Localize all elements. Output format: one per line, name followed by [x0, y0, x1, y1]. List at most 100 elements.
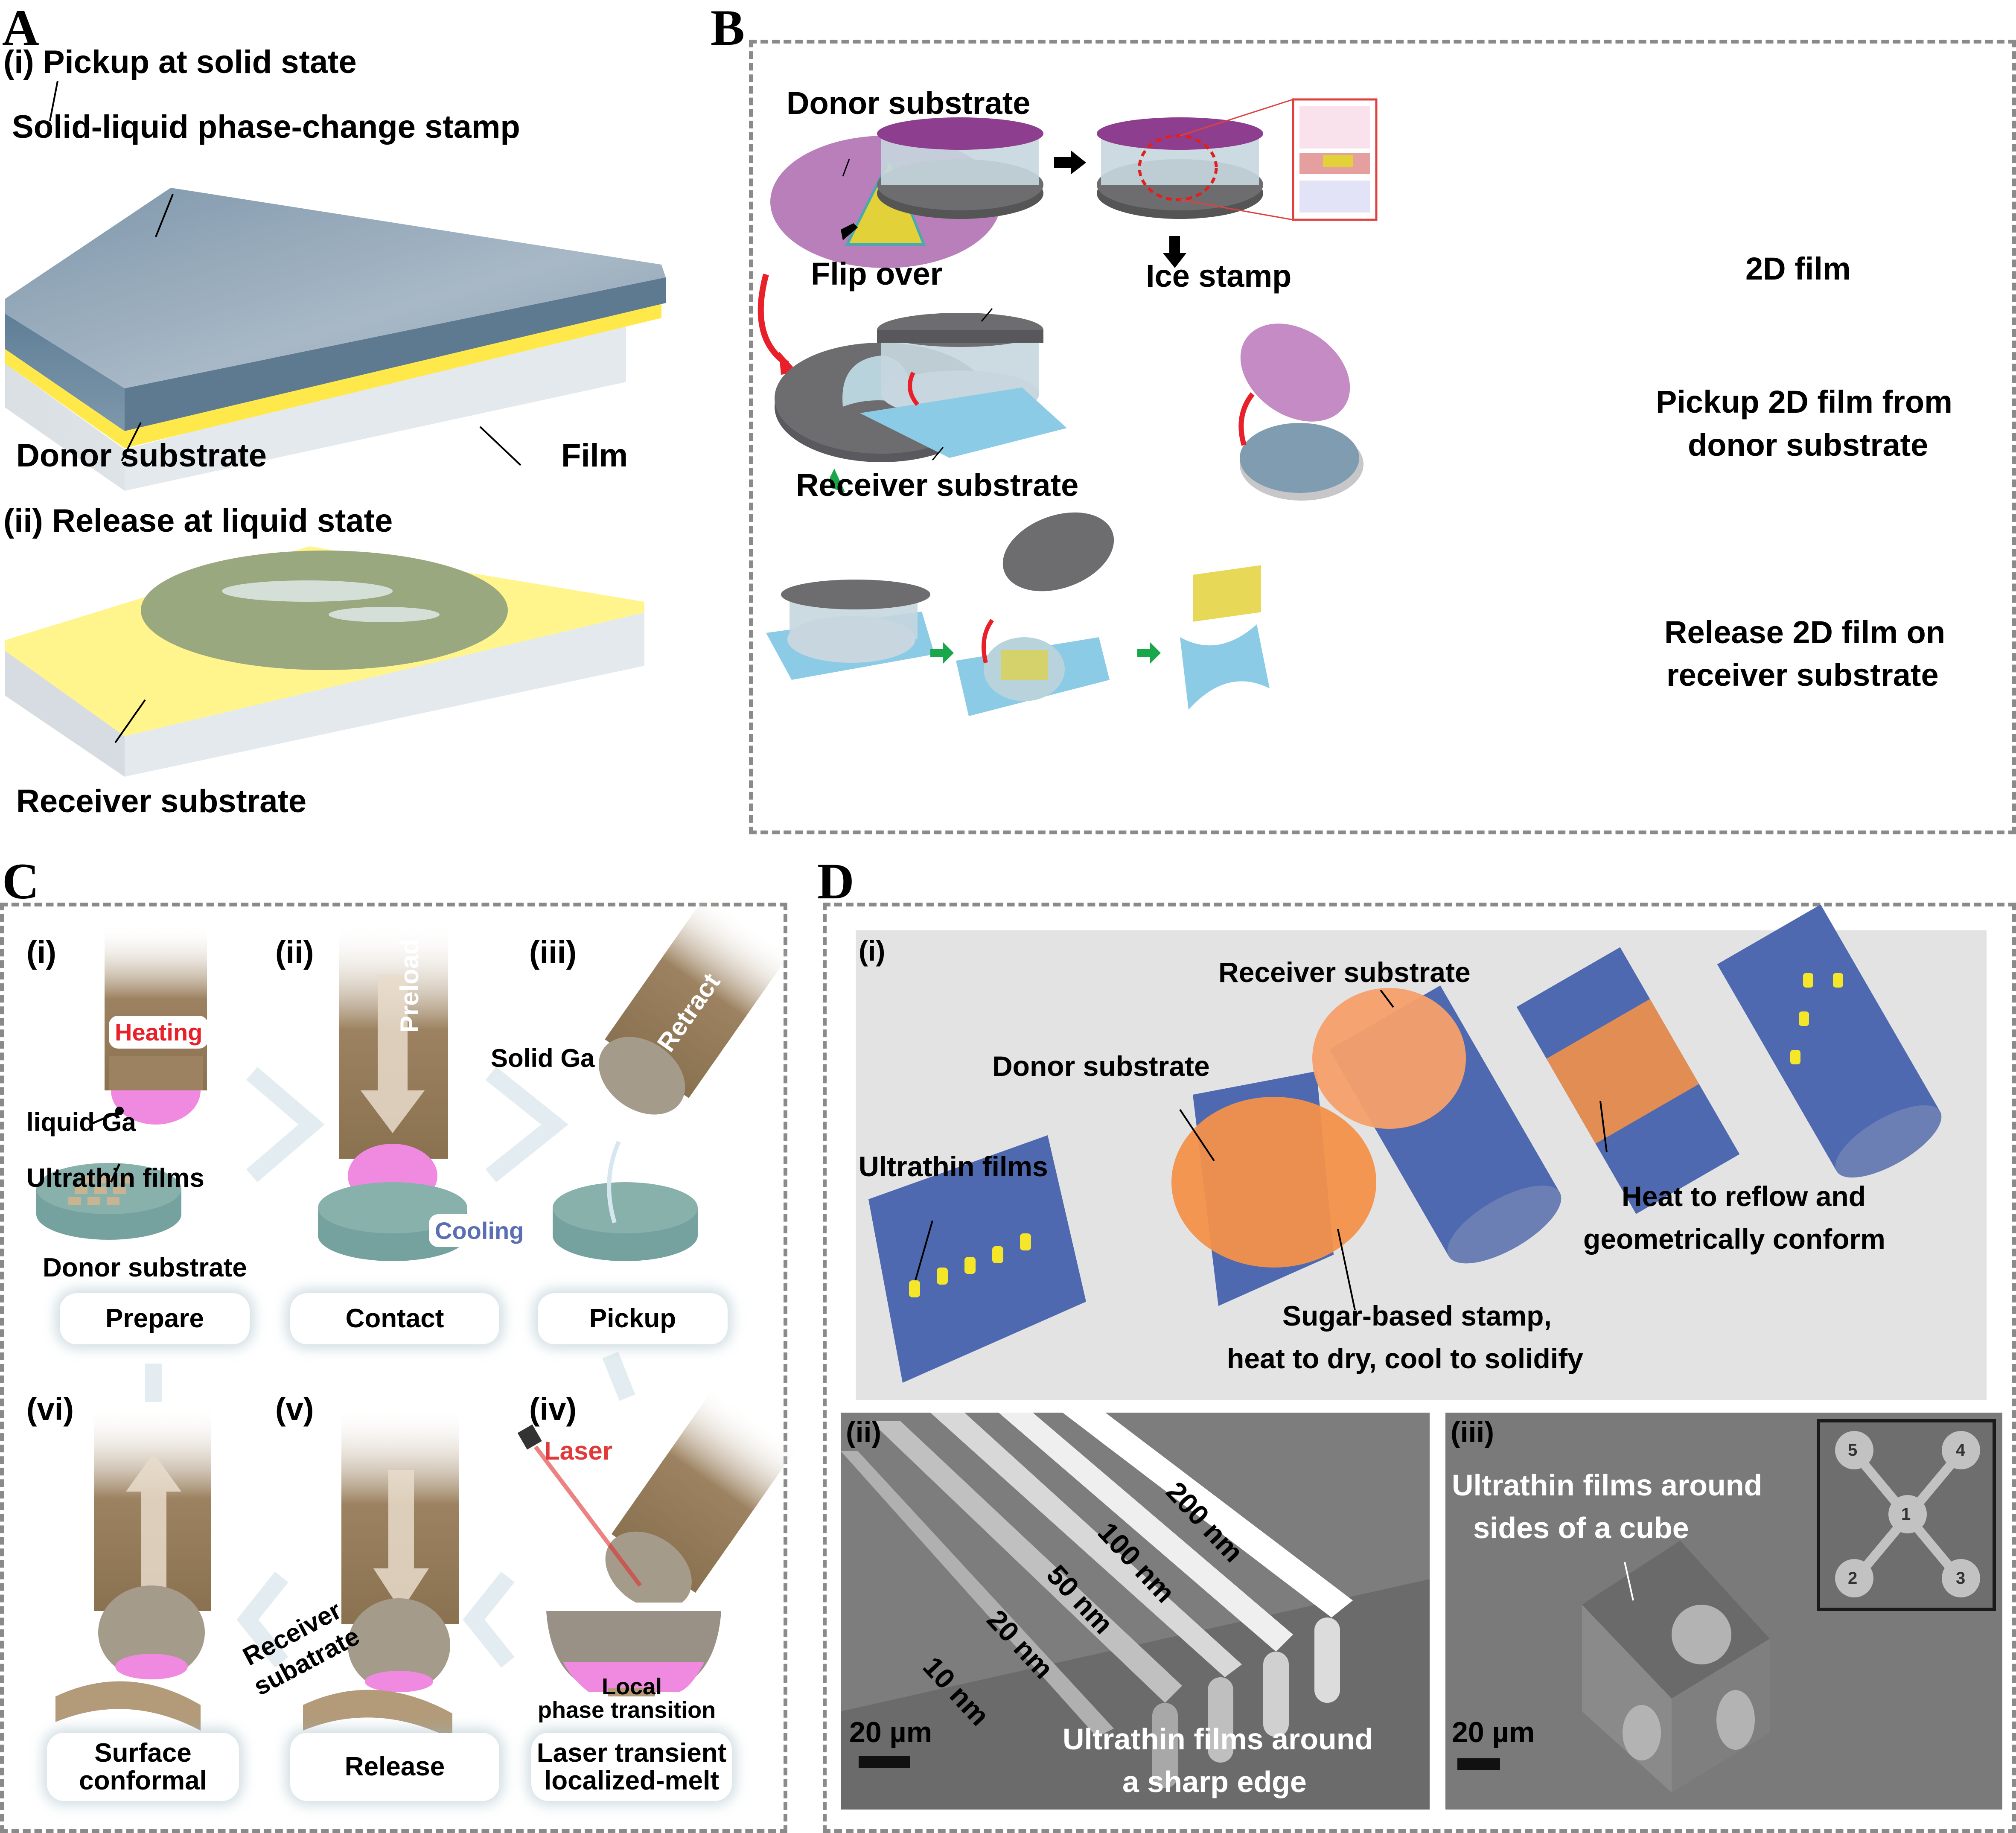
contact-caption: Contact [345, 1304, 444, 1334]
red-flip-arrow [757, 274, 789, 367]
stamp-front-face [5, 314, 125, 431]
b-donor-label: Donor substrate [787, 85, 1031, 121]
heat-reflow-line2: geometrically conform [1583, 1223, 1885, 1255]
stamp-pointer [155, 194, 174, 237]
step-caption-surface-conformal: Surface conformal [47, 1733, 239, 1801]
c-step-v: (v) [275, 1391, 314, 1427]
laser-head [517, 1424, 542, 1450]
bottom-ice-disk [781, 580, 930, 609]
receiver-substrate-label: Receiver substrate [16, 783, 307, 819]
sugar-stamp-line2: heat to dry, cool to solidify [1227, 1343, 1583, 1374]
donor-pointer [121, 422, 142, 461]
donor-plate [868, 1135, 1086, 1383]
d-ii-caption-line1: Ultrathin films around [1063, 1722, 1373, 1756]
donor-substrate-label: Donor substrate [16, 437, 267, 474]
d-ii-scale-bar [859, 1756, 910, 1768]
stripe-200nm [1063, 1413, 1353, 1617]
lifted-ice-disk [1002, 512, 1114, 592]
sugar-stamp-line1: Sugar-based stamp, [1282, 1300, 1552, 1332]
d-ultrathin-label: Ultrathin films [859, 1151, 1048, 1182]
step-caption-laser: Laser transient localized-melt [531, 1733, 732, 1801]
panel-d-label: D [817, 853, 854, 909]
flow-arrow-5 [236, 1571, 288, 1668]
panel-b-label: B [711, 0, 745, 56]
flow-arrow-3 [602, 1352, 635, 1401]
local-label-line2: phase transition [538, 1697, 716, 1723]
d-iii-sem-image: 1 2 3 4 5 (iii) Ultrathin films around s… [1445, 1413, 2002, 1810]
pad-1: 1 [1901, 1505, 1911, 1524]
flow-arrow-2 [485, 1067, 569, 1183]
step-caption-pickup: Pickup [538, 1293, 728, 1344]
green-arrow-diag [830, 469, 845, 492]
d-ii-scale-label: 20 µm [849, 1716, 932, 1748]
black-arrow-1 [841, 223, 858, 240]
stripe-100nm [999, 1413, 1293, 1652]
panel-c-illustration [36, 892, 798, 1773]
sugar-stamp-cylinder [1312, 988, 1466, 1129]
red-curved-arrow [1238, 392, 1255, 446]
d-iii-scale-label: 20 µm [1452, 1716, 1535, 1748]
green-arrow-right-2 [1137, 642, 1161, 664]
laser-caption-line2: localized-melt [544, 1766, 719, 1795]
up-arrow-vi [126, 1453, 181, 1598]
panel-c-frame [0, 903, 787, 1833]
heating-tag: Heating [109, 1016, 209, 1049]
release-illustration [5, 546, 644, 777]
panel-a-step-i-title: (i) Pickup at solid state [3, 44, 357, 80]
release-label-line2: receiver substrate [1666, 657, 1939, 693]
pad-3: 3 [1956, 1569, 1966, 1588]
pickup-curved-arrow [607, 1140, 621, 1224]
d-ii-num: (ii) [846, 1416, 882, 1448]
d-ii-caption-line2: a sharp edge [1122, 1765, 1307, 1798]
stripe-10nm [841, 1451, 1114, 1737]
c-step-ii: (ii) [275, 935, 314, 970]
local-label-line1: Local [602, 1674, 662, 1699]
liquid-metal-puddle [141, 551, 508, 670]
ice-stamp-label: Ice stamp [1146, 258, 1292, 294]
surface-conformal-line2: conformal [79, 1766, 207, 1795]
pad-4: 4 [1956, 1441, 1966, 1460]
2d-film-label: 2D film [1745, 251, 1851, 286]
zoom-circle [1138, 134, 1218, 201]
d-donor-label: Donor substrate [992, 1050, 1210, 1082]
heat-reflow-line1: Heat to reflow and [1622, 1180, 1866, 1212]
d-iii-num: (iii) [1451, 1416, 1494, 1448]
preload-arrow [361, 975, 425, 1133]
laser-caption-line1: Laser transient [536, 1738, 727, 1768]
pickup-ice-disk [1240, 423, 1359, 493]
d-ii-sem-image: (ii) 10 nm 20 nm 50 nm 100 nm 200 nm 20 … [841, 1413, 1430, 1810]
laser-beam [534, 1445, 642, 1587]
surface-conformal-line1: Surface [94, 1738, 192, 1768]
panel-c-label: C [2, 853, 39, 909]
b-receiver-label: Receiver substrate [796, 467, 1079, 503]
film-label: Film [561, 437, 628, 474]
step-caption-contact: Contact [290, 1293, 499, 1344]
d-receiver-label: Receiver substrate [1218, 956, 1471, 988]
flow-arrow-1 [246, 1067, 325, 1183]
pad-5: 5 [1848, 1441, 1858, 1460]
panel-b-illustration [757, 98, 1378, 716]
liquid-ga-label: liquid Ga [26, 1108, 136, 1137]
pickup-label-line2: donor substrate [1688, 427, 1929, 463]
c-step-iii: (iii) [529, 935, 577, 970]
panel-d-frame [823, 903, 2016, 1833]
cube-sem [1582, 1541, 1770, 1792]
flip-over-label: Flip over [811, 256, 943, 291]
green-arrow-right-1 [930, 642, 954, 664]
stripe-50nm [930, 1413, 1242, 1677]
receiver-plate [860, 388, 1067, 458]
solid-ga-tip [598, 1037, 685, 1115]
stamp-top-face [5, 188, 666, 388]
red-down-arrow [908, 371, 919, 406]
pickup-caption: Pickup [589, 1304, 676, 1334]
preload-label: Preload [395, 938, 424, 1033]
top-view-inset: 1 2 3 4 5 [1817, 1419, 1996, 1611]
release-caption: Release [344, 1752, 445, 1782]
sugar-stamp-donor [1171, 1097, 1376, 1268]
receiver-pointer [114, 699, 146, 743]
d-i-illustration [868, 904, 1942, 1383]
pickup-pink-disk [1240, 323, 1350, 422]
c-step-iv: (iv) [529, 1391, 577, 1427]
stack1-top-pink [877, 117, 1043, 150]
d-iii-caption-line2: sides of a cube [1473, 1511, 1689, 1544]
